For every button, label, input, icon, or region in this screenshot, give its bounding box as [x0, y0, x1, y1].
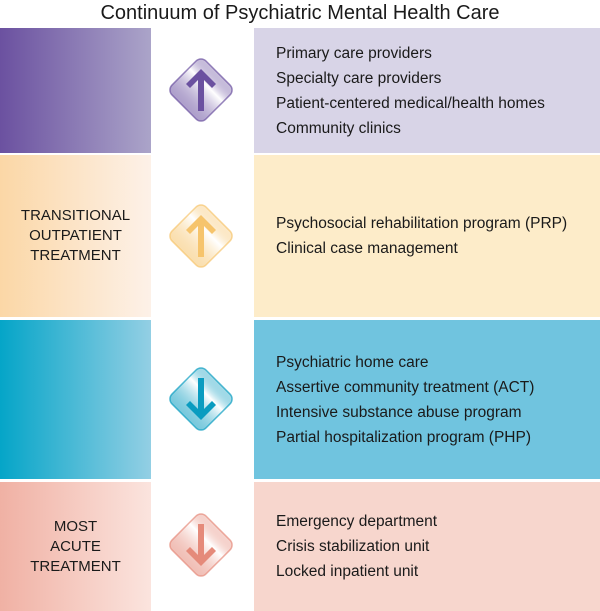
row-label: MOST ACUTE TREATMENT: [30, 517, 121, 577]
list-item: Patient-centered medical/health homes: [276, 94, 545, 112]
row-label-line: OUTPATIENT: [29, 227, 122, 244]
arrow-down-icon: [169, 367, 233, 431]
row-1-label-panel: [0, 28, 151, 153]
row-2-label-panel: TRANSITIONAL OUTPATIENT TREATMENT: [0, 155, 151, 317]
list-item: Clinical case management: [276, 240, 458, 257]
list-item: Emergency department: [276, 513, 438, 530]
list-item: Crisis stabilization unit: [276, 538, 430, 555]
row-label-line: TREATMENT: [30, 557, 121, 575]
row-1-items: Primary care providers Specialty care pr…: [254, 28, 600, 153]
list-item: Assertive community treatment (ACT): [276, 378, 535, 396]
row-2: TRANSITIONAL OUTPATIENT TREATMENT Psycho…: [0, 155, 600, 317]
list-item: Psychosocial rehabilitation program (PRP…: [276, 215, 568, 232]
row-4-label-panel: MOST ACUTE TREATMENT: [0, 482, 151, 611]
arrow-up-icon: [169, 204, 233, 268]
arrow-down-glyph: [186, 524, 216, 566]
row-3: Psychiatric home care Assertive communit…: [0, 320, 600, 479]
row-3-label-panel: [0, 320, 151, 479]
list-item: Community clinics: [276, 119, 401, 137]
arrow-up-glyph: [186, 215, 216, 257]
arrow-down-icon: [169, 513, 233, 577]
list-item: Intensive substance abuse program: [276, 403, 522, 421]
row-3-items: Psychiatric home care Assertive communit…: [254, 320, 600, 479]
list-item: Specialty care providers: [276, 69, 442, 87]
row-label: TRANSITIONAL OUTPATIENT TREATMENT: [21, 206, 130, 266]
row-2-items: Psychosocial rehabilitation program (PRP…: [254, 155, 600, 317]
row-label-line: TRANSITIONAL: [20, 207, 131, 224]
list-item: Primary care providers: [276, 44, 432, 62]
arrow-up-glyph: [186, 69, 216, 111]
row-label-line: ACUTE: [50, 537, 101, 555]
arrow-down-glyph: [186, 378, 216, 420]
row-4: MOST ACUTE TREATMENT Emergency departmen…: [0, 482, 600, 611]
list-item: Psychiatric home care: [276, 353, 429, 371]
list-item: Locked inpatient unit: [276, 563, 419, 580]
row-label-line: MOST: [53, 517, 98, 535]
list-item: Partial hospitalization program (PHP): [276, 428, 531, 446]
row-4-items: Emergency department Crisis stabilizatio…: [254, 482, 600, 611]
row-label-line: TREATMENT: [30, 247, 121, 264]
row-1: Primary care providers Specialty care pr…: [0, 28, 600, 153]
arrow-up-icon: [169, 58, 233, 122]
diagram-title: Continuum of Psychiatric Mental Health C…: [100, 2, 500, 24]
